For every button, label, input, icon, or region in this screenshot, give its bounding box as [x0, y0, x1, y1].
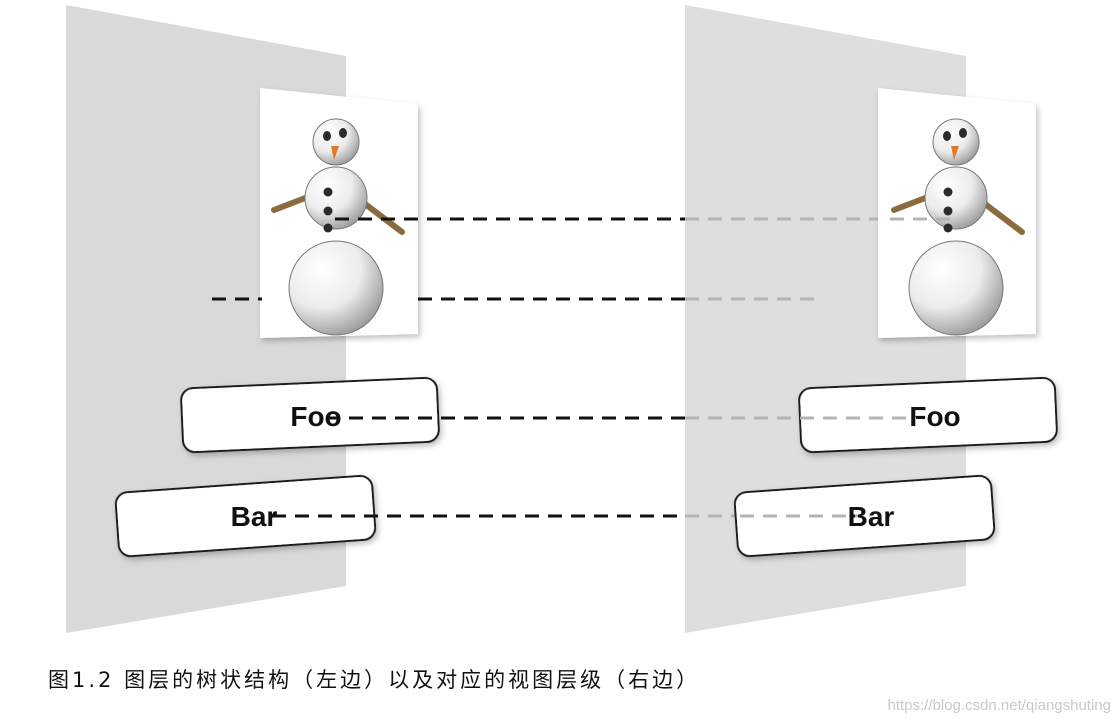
left-bar-layer: Bar — [114, 474, 377, 558]
right-snowman-view — [878, 88, 1036, 338]
connector-overlay — [740, 217, 950, 518]
left-foo-layer: Foo — [180, 376, 440, 454]
left-snowman-layer — [260, 88, 418, 338]
right-foo-view: Foo — [798, 376, 1058, 454]
figure-caption: 图1.2 图层的树状结构（左边）以及对应的视图层级（右边） — [48, 668, 701, 692]
right-bar-label: Bar — [848, 501, 895, 532]
left-bar-label: Bar — [231, 501, 278, 532]
watermark: https://blog.csdn.net/qiangshuting — [887, 697, 1112, 714]
right-foo-label: Foo — [909, 401, 960, 432]
